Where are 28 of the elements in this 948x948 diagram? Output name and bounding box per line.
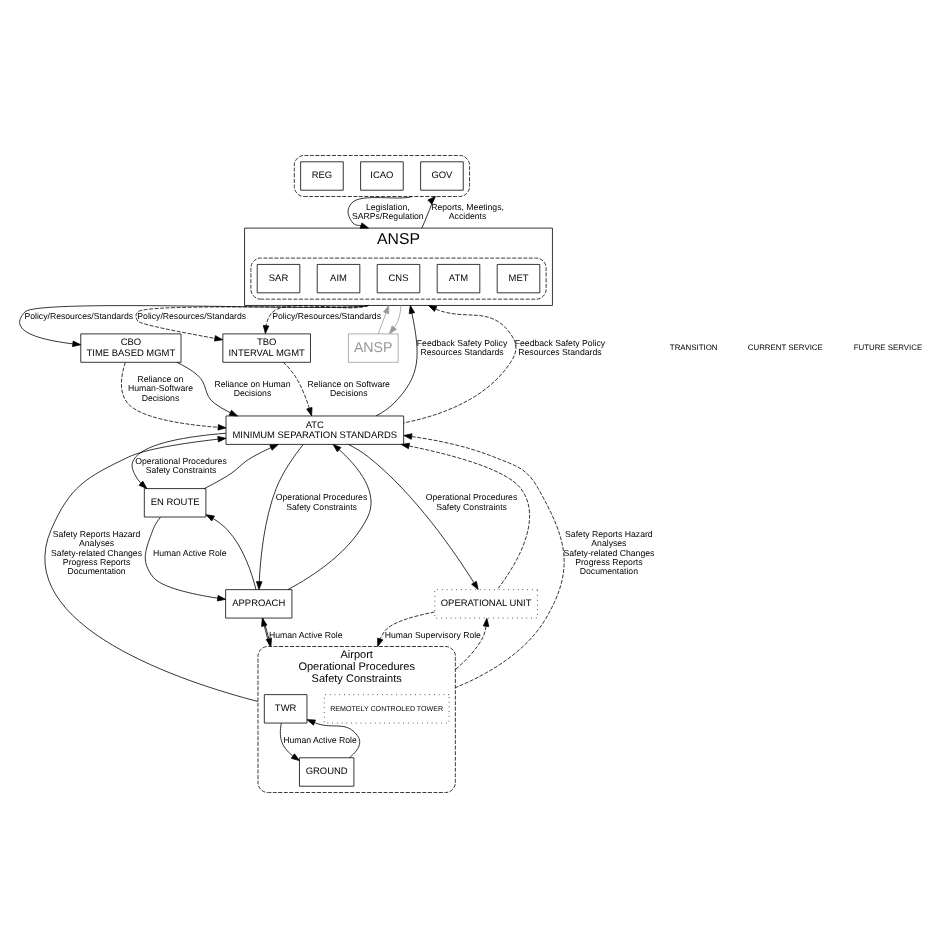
arrow [44,436,259,702]
arrow [454,617,490,670]
arrow [256,444,304,590]
arrow [400,442,530,590]
arrow [389,305,402,335]
cluster [293,155,470,197]
arrow [306,719,361,759]
arrow [375,305,418,417]
arrow [131,432,227,489]
arrow [135,305,369,342]
arrow [121,362,227,431]
arrow [377,611,435,647]
arrow [176,362,238,417]
arrow [403,305,517,424]
cluster [250,257,547,300]
arrow [279,722,300,761]
arrow [347,196,413,229]
arrow [377,305,390,335]
arrow [203,444,279,489]
arrow [205,514,257,590]
arrow [287,444,372,590]
arrow [144,516,226,602]
arrow [283,362,313,417]
arrow [348,444,479,590]
arrow [262,305,369,334]
arrow [19,305,369,347]
arrow [421,196,436,229]
arrow [403,433,565,689]
